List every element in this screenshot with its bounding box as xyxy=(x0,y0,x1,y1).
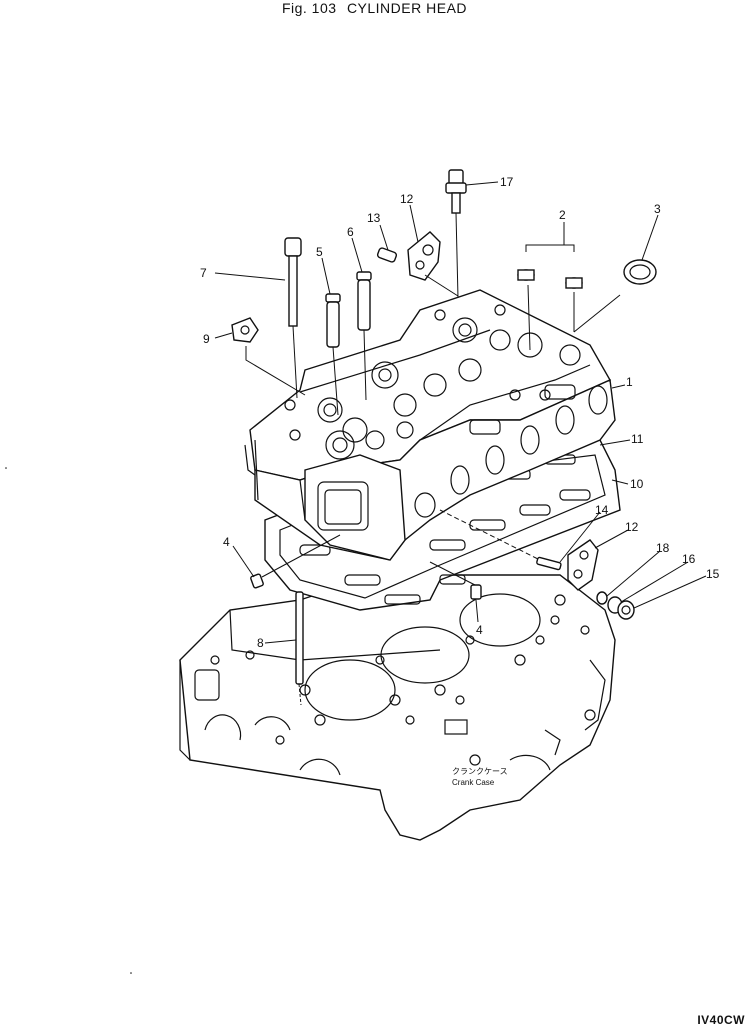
part-9-nut xyxy=(231,317,306,396)
crank-case-drawing xyxy=(179,574,616,841)
callout-15: 15 xyxy=(706,567,720,581)
callout-5: 5 xyxy=(316,245,323,259)
part-2-seals xyxy=(517,269,583,351)
part-3-cap xyxy=(623,259,657,285)
part-15-nut xyxy=(617,600,635,620)
stray-dot xyxy=(130,972,132,974)
leader-lines xyxy=(214,181,707,644)
callout-2: 2 xyxy=(559,208,566,222)
callout-18: 18 xyxy=(656,541,670,555)
part-12-gasket-lower xyxy=(567,539,599,591)
part-18-washer xyxy=(596,591,608,605)
part-13-plug xyxy=(376,247,398,263)
callout-labels: 17 12 13 6 5 7 9 2 3 1 11 10 14 12 18 16… xyxy=(200,175,720,650)
callout-9: 9 xyxy=(203,332,210,346)
callout-8: 8 xyxy=(257,636,264,650)
callout-3: 3 xyxy=(654,202,661,216)
callout-16: 16 xyxy=(682,552,696,566)
figure-number: Fig. 103 xyxy=(281,0,337,16)
stray-dot xyxy=(5,467,7,469)
part-6-valve-guide xyxy=(356,271,372,401)
crank-case-label-jp: クランクケース xyxy=(452,767,508,776)
part-7-bolt xyxy=(284,237,302,399)
figure-title: Fig. 103 CYLINDER HEAD xyxy=(0,0,749,16)
callout-4-right: 4 xyxy=(476,623,483,637)
crank-case-label-en: Crank Case xyxy=(452,778,495,787)
callout-12-upper: 12 xyxy=(400,192,414,206)
callout-10: 10 xyxy=(630,477,644,491)
part-17-fitting xyxy=(445,169,467,299)
callout-13: 13 xyxy=(367,211,381,225)
drawing-code: IV40CW xyxy=(697,1013,745,1027)
part-4-plug-right xyxy=(429,561,482,600)
part-5-valve-guide xyxy=(325,293,341,416)
callout-1: 1 xyxy=(626,375,633,389)
callout-12-lower: 12 xyxy=(625,520,639,534)
figure-name: CYLINDER HEAD xyxy=(346,0,468,16)
callout-17: 17 xyxy=(500,175,514,189)
callout-4-left: 4 xyxy=(223,535,230,549)
part-12-gasket-upper xyxy=(407,231,441,281)
callout-14: 14 xyxy=(595,503,609,517)
part-14-stud xyxy=(439,509,562,571)
callout-11: 11 xyxy=(631,432,644,446)
part-4-plug-left xyxy=(250,534,341,589)
callout-7: 7 xyxy=(200,266,207,280)
callout-6: 6 xyxy=(347,225,354,239)
part-8-stud xyxy=(295,591,304,706)
cylinder-head-drawing xyxy=(244,289,616,561)
